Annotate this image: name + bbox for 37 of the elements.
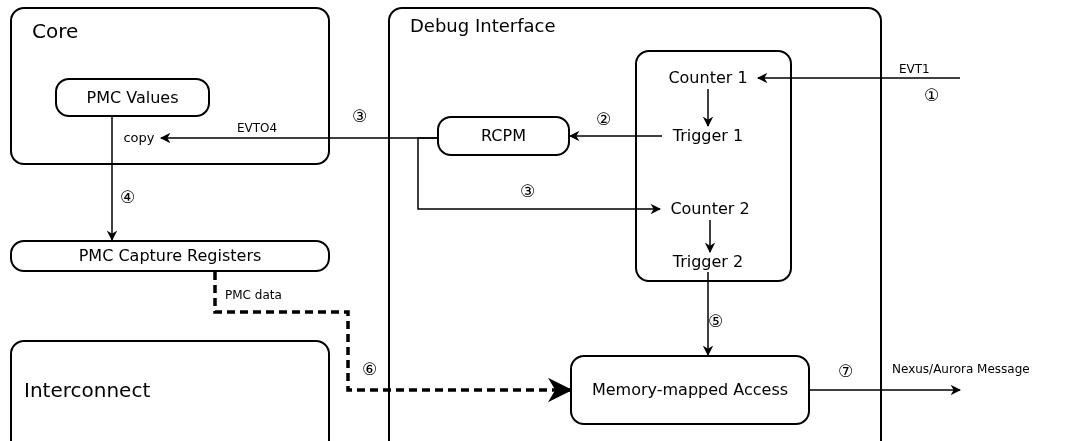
process-box bbox=[55, 78, 210, 117]
arrow bbox=[756, 72, 961, 84]
process-box bbox=[10, 340, 330, 441]
arrow bbox=[702, 271, 714, 357]
arrow bbox=[568, 130, 663, 142]
step-number: ⑥ bbox=[362, 360, 378, 378]
step-number: ⑤ bbox=[708, 312, 724, 330]
box-label: RCPM bbox=[481, 126, 526, 146]
step-number: ④ bbox=[120, 188, 136, 206]
box-label: Memory-mapped Access bbox=[591, 380, 789, 400]
arrow bbox=[417, 137, 662, 215]
node-label: Counter 1 bbox=[660, 68, 756, 88]
step-number: ③ bbox=[352, 107, 368, 125]
process-box bbox=[570, 355, 810, 425]
block-frame bbox=[388, 7, 882, 441]
process-box bbox=[10, 240, 330, 272]
node-label: Trigger 1 bbox=[662, 126, 754, 146]
step-number: ③ bbox=[520, 182, 536, 200]
box-label: Interconnect bbox=[24, 378, 151, 402]
process-box bbox=[437, 116, 570, 156]
step-number: ① bbox=[924, 86, 940, 104]
node-label: copy bbox=[119, 130, 159, 146]
step-number: ⑦ bbox=[838, 362, 854, 380]
box-label: PMC Values bbox=[86, 87, 179, 108]
arrow bbox=[213, 272, 573, 403]
edge-label: Nexus/Aurora Message bbox=[890, 362, 1032, 377]
block-title: Debug Interface bbox=[410, 15, 556, 37]
arrow bbox=[702, 88, 714, 128]
box-label: PMC Capture Registers bbox=[78, 246, 262, 266]
arrow bbox=[106, 116, 118, 242]
group-box bbox=[635, 50, 792, 282]
node-label: Trigger 2 bbox=[662, 252, 754, 272]
arrow bbox=[809, 384, 962, 396]
node-label: Counter 2 bbox=[660, 199, 760, 219]
step-number: ② bbox=[596, 110, 612, 128]
arrow bbox=[704, 219, 716, 254]
block-title: Core bbox=[32, 19, 79, 43]
